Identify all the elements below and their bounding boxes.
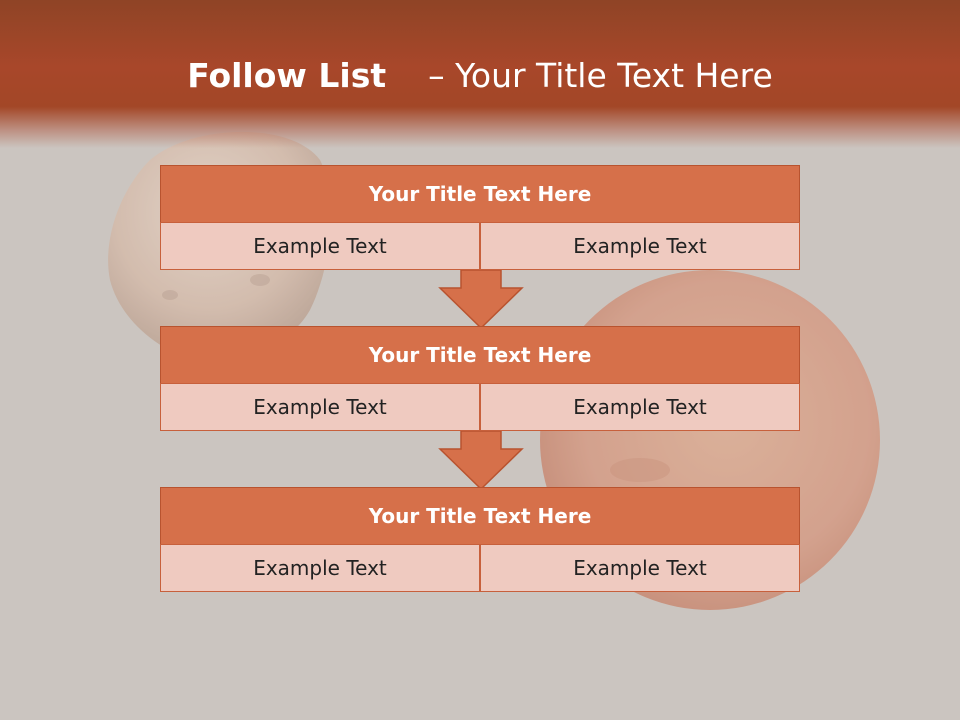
step-right-text: Example Text [480, 222, 800, 270]
slide-title-bold: Follow List [187, 56, 387, 95]
slide-title-rest: – Your Title Text Here [428, 56, 773, 95]
step-left-text: Example Text [160, 383, 480, 431]
slide-title: Follow List – Your Title Text Here [0, 54, 960, 98]
step-left-text: Example Text [160, 222, 480, 270]
step-right-text: Example Text [480, 383, 800, 431]
step-box-2: Your Title Text Here Example Text Exampl… [160, 326, 800, 431]
step-title: Your Title Text Here [160, 165, 800, 223]
slide-header-band [0, 0, 960, 148]
step-title: Your Title Text Here [160, 487, 800, 545]
step-title: Your Title Text Here [160, 326, 800, 384]
down-arrow-icon [438, 270, 524, 330]
step-left-text: Example Text [160, 544, 480, 592]
step-box-3: Your Title Text Here Example Text Exampl… [160, 487, 800, 592]
step-right-text: Example Text [480, 544, 800, 592]
step-box-1: Your Title Text Here Example Text Exampl… [160, 165, 800, 270]
down-arrow-icon [438, 431, 524, 491]
